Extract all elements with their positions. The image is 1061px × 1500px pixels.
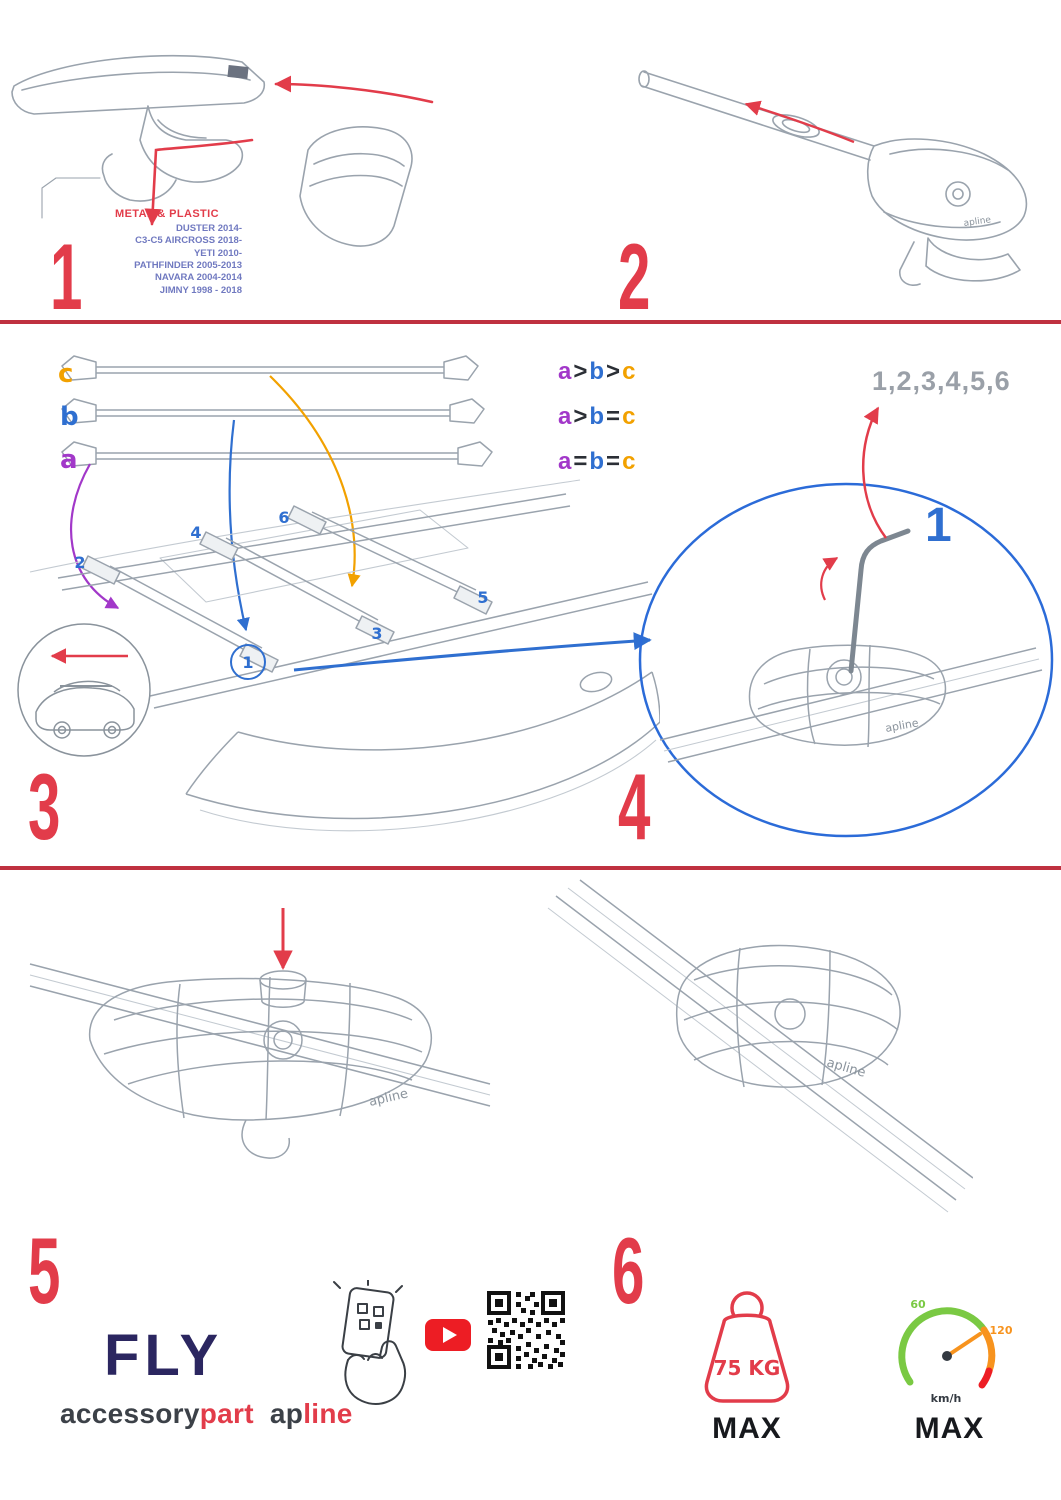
- formula-b: b: [589, 358, 606, 385]
- brand-accessory: accessory: [60, 1398, 200, 1429]
- red-arrow: [144, 138, 254, 226]
- length-formulas: a>b>c a>b=c a=b=c: [558, 358, 636, 493]
- speed-high-label: 120: [990, 1324, 1013, 1337]
- bar-logo-text: apline: [884, 716, 920, 735]
- formula-c: c: [622, 358, 637, 385]
- model-item: PATHFINDER 2005-2013: [134, 260, 242, 272]
- purple-leader-arrow: [70, 463, 120, 609]
- position-label: 4: [190, 523, 201, 542]
- step5-clamp-drawing: apline: [29, 908, 491, 1159]
- bar-logo-plate: [227, 64, 249, 80]
- weight-icon: 75 KG: [704, 1291, 790, 1403]
- position-label: 2: [74, 553, 85, 572]
- red-arrow: [744, 100, 855, 144]
- tighten-sequence: 1,2,3,4,5,6: [872, 366, 1011, 396]
- section-divider: [0, 866, 1061, 870]
- formula-a: a: [558, 403, 573, 430]
- zoom-circle: [638, 482, 1054, 838]
- formula-row: a>b=c: [558, 403, 636, 431]
- clamp-cap-outline: [29, 963, 491, 1159]
- red-curved-arrow: [861, 406, 888, 539]
- position-1-circle: [230, 644, 266, 680]
- phone-scan-icon: [333, 1280, 406, 1405]
- qr-code: [487, 1291, 565, 1369]
- step1-foot-drawing: [11, 54, 434, 247]
- step1-red-arrows: [144, 75, 434, 226]
- maker-line: line: [303, 1398, 353, 1429]
- position-label: 5: [477, 588, 488, 607]
- model-item: JIMNY 1998 - 2018: [159, 284, 242, 296]
- weight-value: 75 KG: [714, 1356, 781, 1380]
- crossbars-abc: [61, 355, 493, 467]
- formula-c: c: [622, 403, 637, 430]
- formula-op: >: [606, 358, 622, 385]
- position-label: 6: [278, 508, 289, 527]
- models-list: DUSTER 2014- C3-C5 AIRCROSS 2018- YETI 2…: [92, 223, 242, 297]
- step2-bar-end-drawing: apline: [638, 70, 1028, 286]
- formula-b: b: [589, 403, 606, 430]
- step3-roof-drawing: c b a: [17, 355, 660, 832]
- crossbar-foot-outline: [11, 54, 413, 247]
- formula-b: b: [589, 448, 606, 475]
- speedometer-needle: [945, 1332, 982, 1358]
- model-item: YETI 2010-: [193, 247, 242, 259]
- step3-number: 3: [28, 754, 60, 859]
- step1-text-block: METAL & PLASTIC DUSTER 2014- C3-C5 AIRCR…: [92, 208, 242, 297]
- bar-logo-text: apline: [368, 1086, 410, 1110]
- model-item: DUSTER 2014-: [176, 223, 242, 234]
- step4-number: 4: [618, 754, 650, 859]
- roof-outline: [29, 479, 660, 832]
- step-highlight-number: 1: [925, 499, 952, 552]
- section-divider: [0, 320, 1061, 324]
- brand-line: accessorypart apline: [60, 1398, 353, 1430]
- step5-number: 5: [28, 1218, 60, 1323]
- bar-label-c: c: [58, 359, 73, 389]
- bar-label-b: b: [60, 402, 79, 432]
- speed-unit-label: km/h: [931, 1392, 962, 1405]
- speed-max-label: MAX: [914, 1412, 985, 1445]
- formula-op: =: [573, 448, 589, 475]
- model-item: NAVARA 2004-2014: [155, 272, 242, 284]
- rotate-red-arrow: [820, 557, 839, 601]
- model-item: C3-C5 AIRCROSS 2018-: [135, 235, 242, 247]
- position-labels: 2 4 6 1 3 5: [74, 508, 488, 672]
- sequence-arrow: [861, 406, 888, 539]
- zoom-blue-arrow: [293, 632, 652, 672]
- position-label: 1: [242, 653, 253, 672]
- red-arrow: [274, 75, 434, 104]
- clamp-with-key-outline: [659, 644, 1043, 763]
- formula-a: a: [558, 358, 573, 385]
- step2-number: 2: [618, 224, 650, 329]
- mounted-clamp-outline: [547, 879, 973, 1213]
- speed-low-label: 60: [910, 1298, 926, 1311]
- car-silhouette: [35, 680, 135, 739]
- formula-op: =: [606, 403, 622, 430]
- youtube-icon: [425, 1319, 471, 1351]
- material-label: METAL & PLASTIC: [115, 208, 219, 220]
- weight-max-label: MAX: [712, 1412, 782, 1445]
- formula-op: >: [573, 403, 589, 430]
- brand-part: part: [199, 1398, 254, 1429]
- step1-number: 1: [50, 224, 82, 329]
- position-label: 3: [371, 624, 382, 643]
- product-name: FLY: [104, 1323, 224, 1388]
- step6-mounted-drawing: apline: [547, 879, 973, 1213]
- formula-row: a>b>c: [558, 358, 636, 386]
- blue-leader-arrow: [228, 419, 250, 632]
- allen-key: [848, 528, 911, 674]
- formula-op: =: [606, 448, 622, 475]
- maker-ap: ap: [269, 1398, 304, 1429]
- step6-number: 6: [612, 1218, 644, 1323]
- formula-row: a=b=c: [558, 448, 636, 476]
- formula-op: >: [573, 358, 589, 385]
- step4-zoom-drawing: apline: [638, 482, 1054, 838]
- formula-c: c: [622, 448, 637, 475]
- speedometer-icon: 60 120 km/h: [898, 1298, 1013, 1405]
- car-direction-inset: [17, 623, 151, 757]
- bar-label-a: a: [60, 445, 78, 475]
- bar-logo-text: apline: [963, 215, 992, 229]
- bar-end-outline: [638, 70, 1028, 286]
- formula-a: a: [558, 448, 573, 475]
- orange-leader-arrow: [269, 375, 361, 588]
